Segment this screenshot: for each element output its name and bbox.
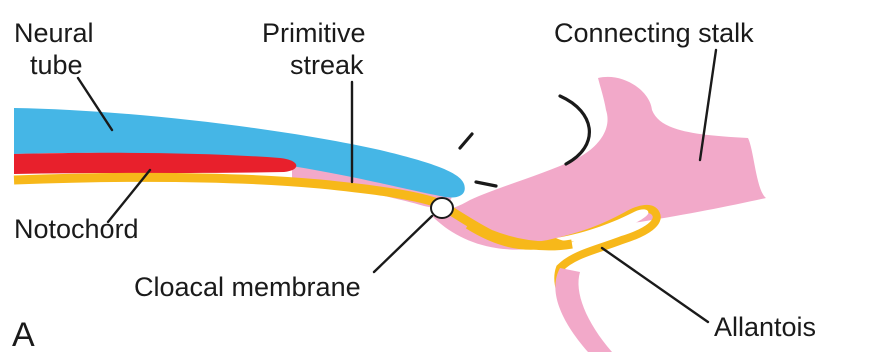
label-neural-tube-2: tube bbox=[30, 50, 83, 80]
label-connecting-stalk: Connecting stalk bbox=[554, 18, 754, 48]
connecting-stalk-shape bbox=[432, 77, 766, 250]
label-notochord: Notochord bbox=[14, 214, 139, 244]
label-primitive-streak-1: Primitive bbox=[262, 18, 366, 48]
allantois-duct bbox=[555, 268, 612, 352]
panel-letter: A bbox=[12, 316, 35, 352]
neural-tube-shape bbox=[14, 108, 465, 198]
allantois-leader bbox=[602, 248, 708, 322]
fold-mark-upper bbox=[460, 134, 472, 148]
label-cloacal-membrane: Cloacal membrane bbox=[134, 272, 361, 302]
cloacal-membrane-shape bbox=[431, 198, 453, 218]
label-allantois: Allantois bbox=[714, 312, 816, 342]
fold-mark-lower bbox=[476, 182, 496, 186]
cloacal-membrane-leader bbox=[374, 216, 432, 272]
label-primitive-streak-2: streak bbox=[290, 50, 364, 80]
label-neural-tube-1: Neural bbox=[14, 18, 94, 48]
